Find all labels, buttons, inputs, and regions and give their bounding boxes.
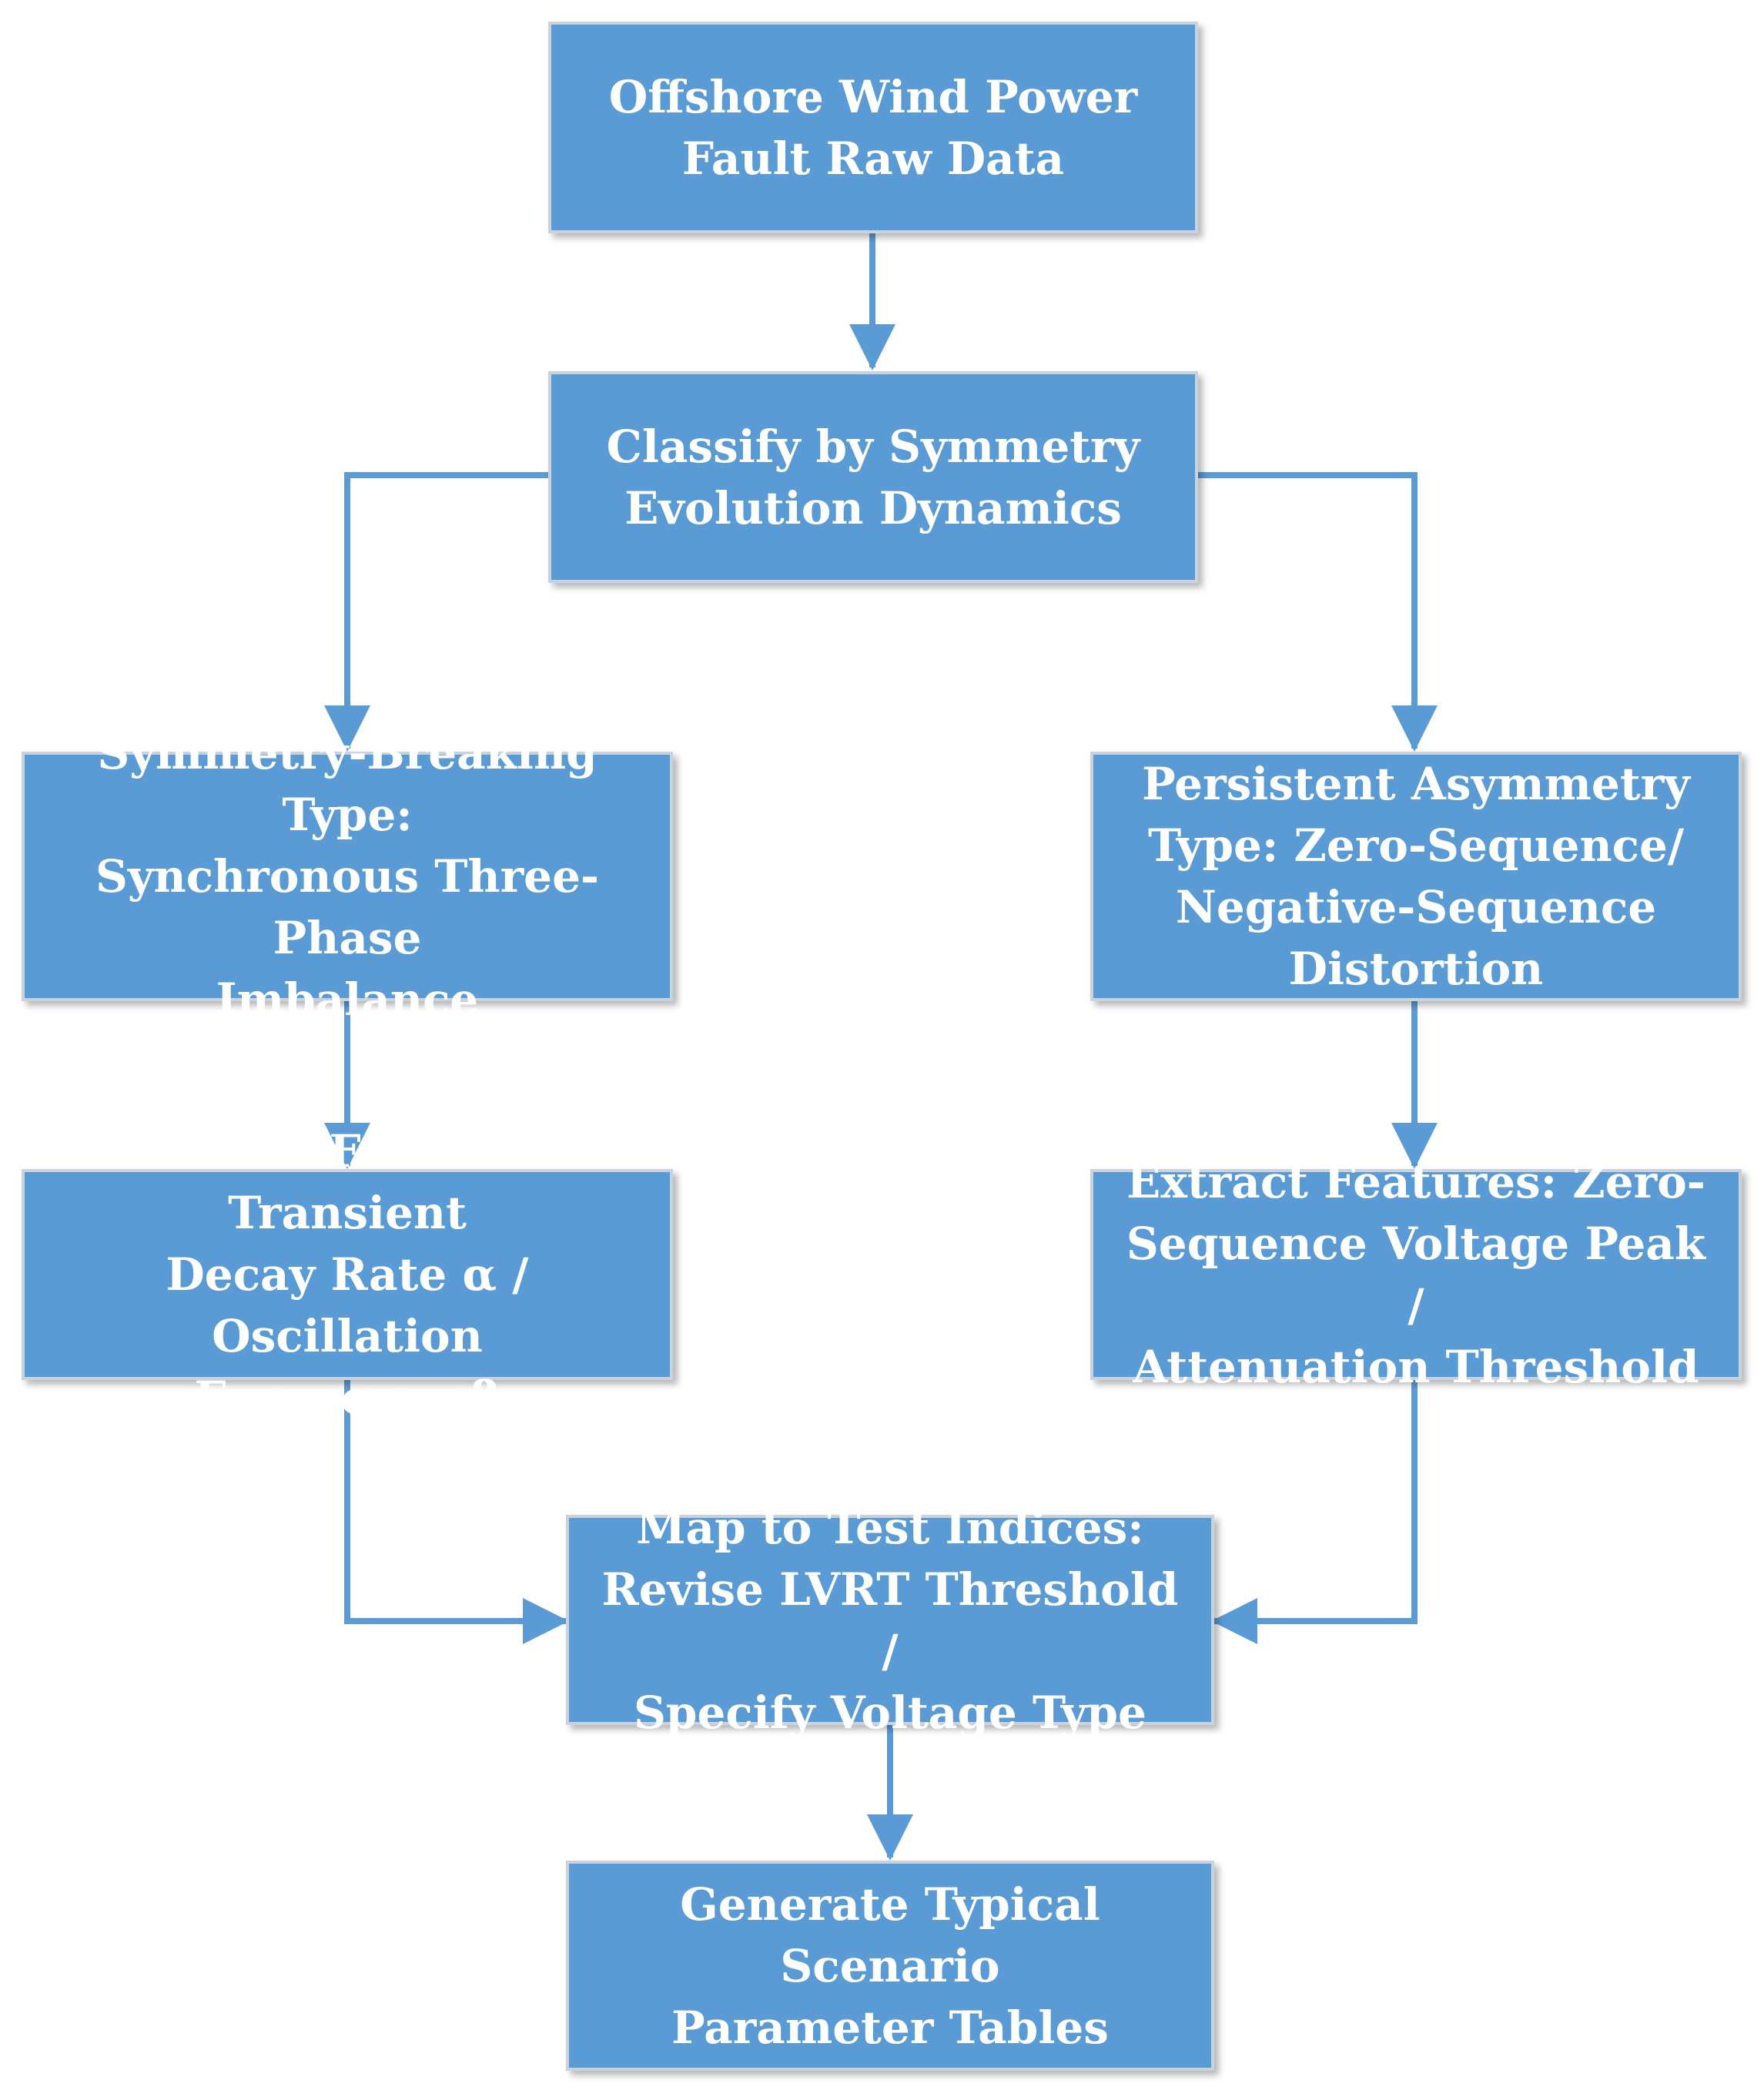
node-map-test-indices: Map to Test Indices: Revise LVRT Thresho…: [566, 1502, 1214, 1739]
node-map-test-indices-label: Map to Test Indices: Revise LVRT Thresho…: [601, 1501, 1179, 1739]
arrow-classify-to-symmetry-breaking: [324, 472, 548, 752]
arrow-classify-to-persistent-asymmetry: [1198, 472, 1438, 752]
node-persistent-asymmetry-type-label: Persistent Asymmetry Type: Zero-Sequence…: [1142, 758, 1690, 995]
node-generate-parameter-tables: Generate Typical Scenario Parameter Tabl…: [566, 1861, 1214, 2071]
node-symmetry-breaking-type-label: Symmetry-Breaking Type: Synchronous Thre…: [95, 727, 600, 1026]
node-offshore-wind-raw-data: Offshore Wind Power Fault Raw Data: [548, 22, 1198, 233]
node-classify-symmetry-label: Classify by Symmetry Evolution Dynamics: [606, 420, 1140, 534]
node-classify-symmetry: Classify by Symmetry Evolution Dynamics: [548, 371, 1198, 583]
node-extract-features-right-label: Extract Features: Zero- Sequence Voltage…: [1126, 1156, 1706, 1393]
node-symmetry-breaking-type: Symmetry-Breaking Type: Synchronous Thre…: [22, 727, 673, 1026]
node-offshore-wind-raw-data-label: Offshore Wind Power Fault Raw Data: [608, 70, 1138, 185]
node-extract-features-left: Extract Features: Transient Decay Rate α…: [22, 1125, 673, 1424]
node-extract-features-right: Extract Features: Zero- Sequence Voltage…: [1090, 1156, 1742, 1393]
node-persistent-asymmetry-type: Persistent Asymmetry Type: Zero-Sequence…: [1090, 752, 1742, 1001]
node-generate-parameter-tables-label: Generate Typical Scenario Parameter Tabl…: [671, 1878, 1109, 2054]
arrow-features-left-to-map: [344, 1380, 569, 1644]
node-extract-features-left-label: Extract Features: Transient Decay Rate α…: [132, 1125, 563, 1424]
arrow-features-right-to-map: [1211, 1380, 1418, 1644]
